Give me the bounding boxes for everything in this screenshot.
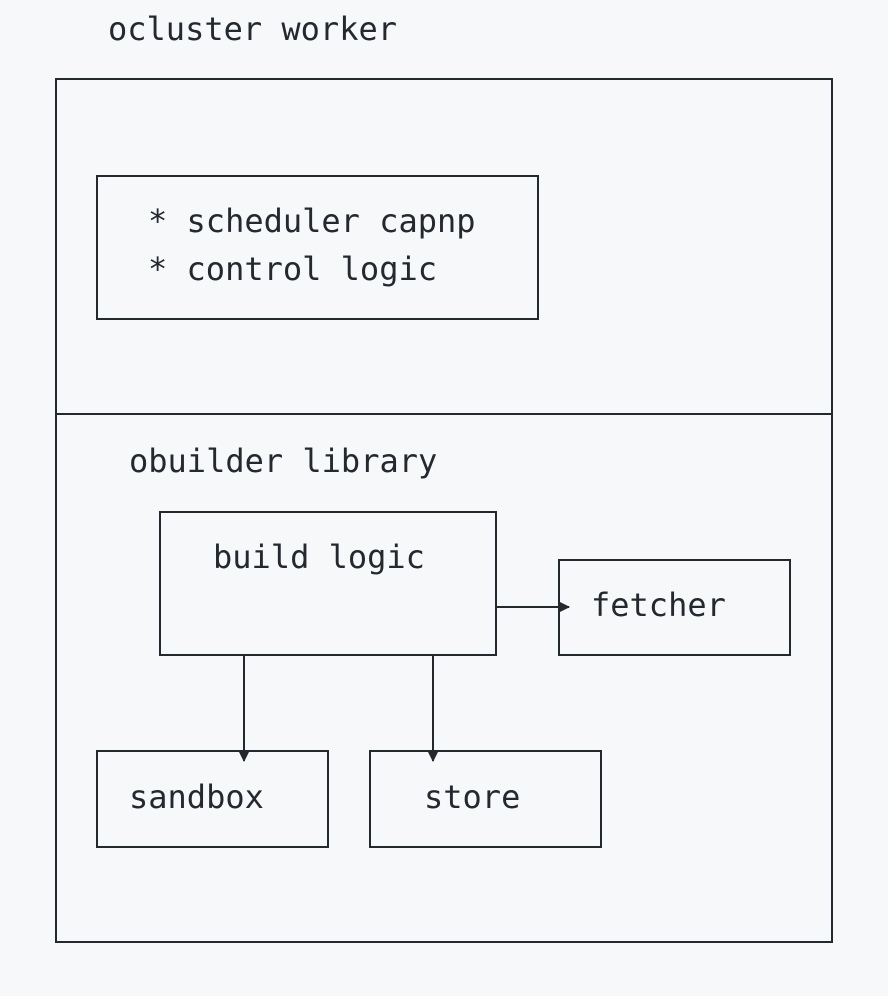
- build-logic-label: build logic: [213, 538, 425, 576]
- store-box: [369, 750, 602, 848]
- sandbox-box: [96, 750, 329, 848]
- outer-worker-box: [55, 78, 833, 943]
- scheduler-bullet: * scheduler capnp: [148, 202, 476, 240]
- build-logic-box: [159, 511, 497, 656]
- library-label: obuilder library: [129, 442, 438, 480]
- sandbox-label: sandbox: [129, 778, 264, 816]
- control-logic-bullet: * control logic: [148, 250, 437, 288]
- fetcher-label: fetcher: [591, 586, 726, 624]
- scheduler-control-box: [96, 175, 539, 320]
- diagram-title: ocluster worker: [108, 10, 397, 48]
- store-label: store: [424, 778, 521, 816]
